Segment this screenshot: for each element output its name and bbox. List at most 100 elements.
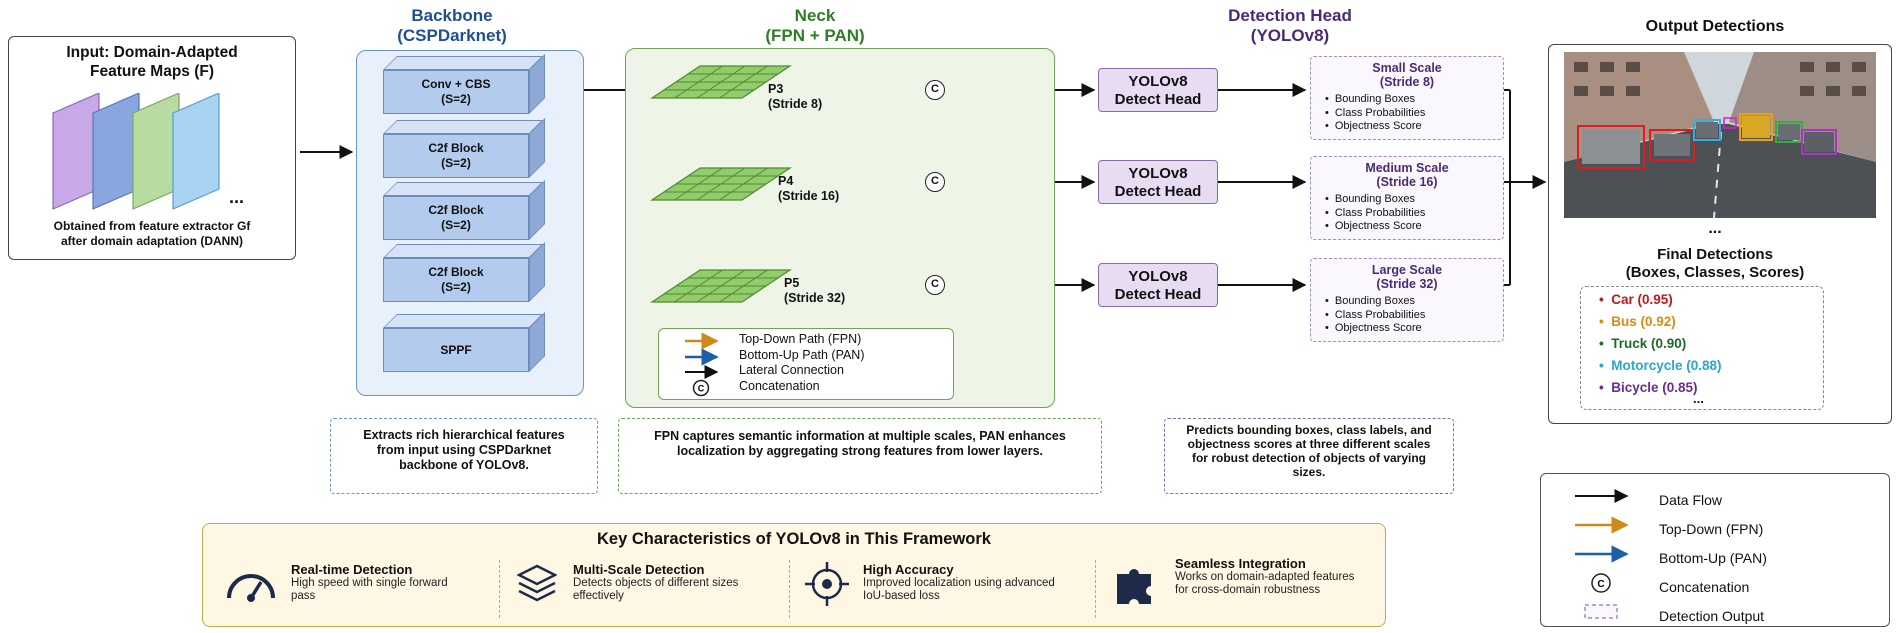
characteristic-title: Seamless Integration [1175, 556, 1306, 571]
characteristic-desc: High speed with single forward pass [291, 577, 448, 602]
output-ellipsis: ... [1708, 220, 1722, 237]
characteristic-desc: Works on domain-adapted features for cro… [1175, 571, 1355, 596]
scale-stride: (Stride 16) [1376, 175, 1438, 189]
detection-label: Bus (0.92) [1611, 314, 1676, 329]
scale-item: Bounding Boxes [1325, 93, 1425, 107]
legend-concatenation: Concatenation [1659, 579, 1750, 595]
legend-bottom-up: Bottom-Up (PAN) [1659, 550, 1767, 566]
legend-concat-symbol: C [1597, 579, 1604, 590]
legend-top-down: Top-Down Path (FPN) [739, 332, 862, 346]
backbone-title-line2: (CSPDarknet) [397, 26, 507, 45]
neck-title-line1: Neck [794, 6, 836, 25]
target-icon [805, 562, 849, 606]
detection-label: Truck (0.90) [1611, 336, 1687, 351]
block-stride: (S=2) [441, 218, 471, 232]
scale-output-medium: Medium Scale(Stride 16) Bounding BoxesCl… [1310, 156, 1504, 240]
backbone-title-line1: Backbone [411, 6, 493, 25]
neck-legend-symbols: C [685, 333, 719, 397]
p5-label: P5(Stride 32) [784, 276, 845, 306]
block-label: Conv + CBS [421, 77, 491, 91]
scale-item: Objectness Score [1325, 220, 1425, 234]
output-title: Output Detections [1645, 18, 1785, 35]
scale-item: Objectness Score [1325, 322, 1425, 336]
scale-title: Large Scale [1371, 263, 1443, 277]
detection-motorcycle: • Motorcycle (0.88) [1599, 358, 1722, 373]
legend-data-flow: Data Flow [1659, 492, 1723, 508]
feature-maps-illustration [52, 93, 220, 210]
legend-lateral: Lateral Connection [739, 363, 844, 377]
detect-head-line1: YOLOv8 [1128, 73, 1188, 90]
head-title-line1: Detection Head [1228, 6, 1352, 25]
level-stride: (Stride 8) [768, 97, 823, 111]
detection-label: Car (0.95) [1611, 292, 1673, 307]
puzzle-icon [1117, 569, 1151, 604]
level-name: P3 [768, 82, 784, 96]
scale-item: Class Probabilities [1325, 309, 1425, 323]
detections-list: • Car (0.95) • Bus (0.92) • Truck (0.90)… [1580, 286, 1824, 410]
backbone-description-text: Extracts rich hierarchical features from… [363, 428, 565, 472]
divider [499, 560, 500, 618]
grid-p3 [650, 65, 792, 99]
street-scene-image [1564, 52, 1876, 218]
detection-label: Motorcycle (0.88) [1611, 358, 1722, 373]
legend-symbols: C [1575, 489, 1629, 619]
block-label: C2f Block [428, 141, 484, 155]
input-caption-line1: Obtained from feature extractor Gf [53, 219, 251, 233]
detection-bicycle: • Bicycle (0.85) [1599, 380, 1698, 395]
scale-title: Medium Scale [1365, 161, 1449, 175]
legend-bottom-up: Bottom-Up Path (PAN) [739, 347, 865, 362]
characteristics-title: Key Characteristics of YOLOv8 in This Fr… [596, 530, 991, 548]
scale-item: Objectness Score [1325, 120, 1425, 134]
characteristic-title: High Accuracy [863, 562, 954, 577]
scale-stride: (Stride 8) [1379, 75, 1435, 89]
concat-node-p4: C [925, 172, 945, 192]
neck-legend: C Top-Down Path (FPN) Bottom-Up Path (PA… [658, 328, 954, 400]
grid-p4 [650, 167, 792, 201]
input-title-line2: Feature Maps (F) [89, 63, 214, 80]
grid-p5 [650, 269, 792, 303]
detection-truck: • Truck (0.90) [1599, 336, 1687, 351]
legend-top-down: Top-Down (FPN) [1659, 521, 1764, 537]
detect-head-line2: Detect Head [1114, 91, 1202, 108]
scale-item: Bounding Boxes [1325, 295, 1425, 309]
block-label: C2f Block [428, 203, 484, 217]
concat-node-p3: C [925, 80, 945, 100]
level-stride: (Stride 16) [778, 189, 840, 203]
characteristic-desc: Detects objects of different sizes effec… [573, 577, 739, 602]
block-stride: (S=2) [441, 280, 471, 294]
scale-title: Small Scale [1372, 61, 1442, 75]
input-panel: Input: Domain-Adapted Feature Maps (F) .… [8, 36, 296, 260]
scale-stride: (Stride 32) [1376, 277, 1438, 291]
head-title: Detection Head (YOLOv8) [1190, 6, 1390, 46]
backbone-title: Backbone (CSPDarknet) [352, 6, 552, 46]
p3-label: P3(Stride 8) [768, 82, 822, 112]
pyramid-grids [650, 65, 792, 303]
backbone-description: Extracts rich hierarchical features from… [330, 418, 598, 494]
input-title-line1: Input: Domain-Adapted [66, 44, 238, 61]
detection-label: Bicycle (0.85) [1611, 380, 1698, 395]
head-title-line2: (YOLOv8) [1250, 26, 1330, 45]
head-description: Predicts bounding boxes, class labels, a… [1164, 418, 1454, 494]
detection-car: • Car (0.95) [1599, 292, 1673, 307]
scale-item: Class Probabilities [1325, 107, 1425, 121]
characteristic-title: Multi-Scale Detection [573, 562, 705, 577]
input-caption-line2: after domain adaptation (DANN) [60, 234, 243, 248]
detection-bus: • Bus (0.92) [1599, 314, 1676, 329]
level-name: P5 [784, 276, 800, 290]
final-detections-title: Final Detections [1657, 246, 1773, 263]
neck-legend-concat-symbol: C [698, 384, 705, 394]
final-detections-subtitle: (Boxes, Classes, Scores) [1625, 264, 1805, 281]
divider [1095, 560, 1096, 618]
detect-head-line2: Detect Head [1114, 286, 1202, 303]
input-ellipsis: ... [229, 187, 245, 207]
detect-head-line1: YOLOv8 [1128, 165, 1188, 182]
scale-output-small: Small Scale(Stride 8) Bounding BoxesClas… [1310, 56, 1504, 140]
block-label: C2f Block [428, 265, 484, 279]
scale-item: Bounding Boxes [1325, 193, 1425, 207]
block-label: SPPF [440, 343, 472, 357]
layers-icon [517, 564, 557, 602]
characteristic-title: Real-time Detection [291, 562, 413, 577]
